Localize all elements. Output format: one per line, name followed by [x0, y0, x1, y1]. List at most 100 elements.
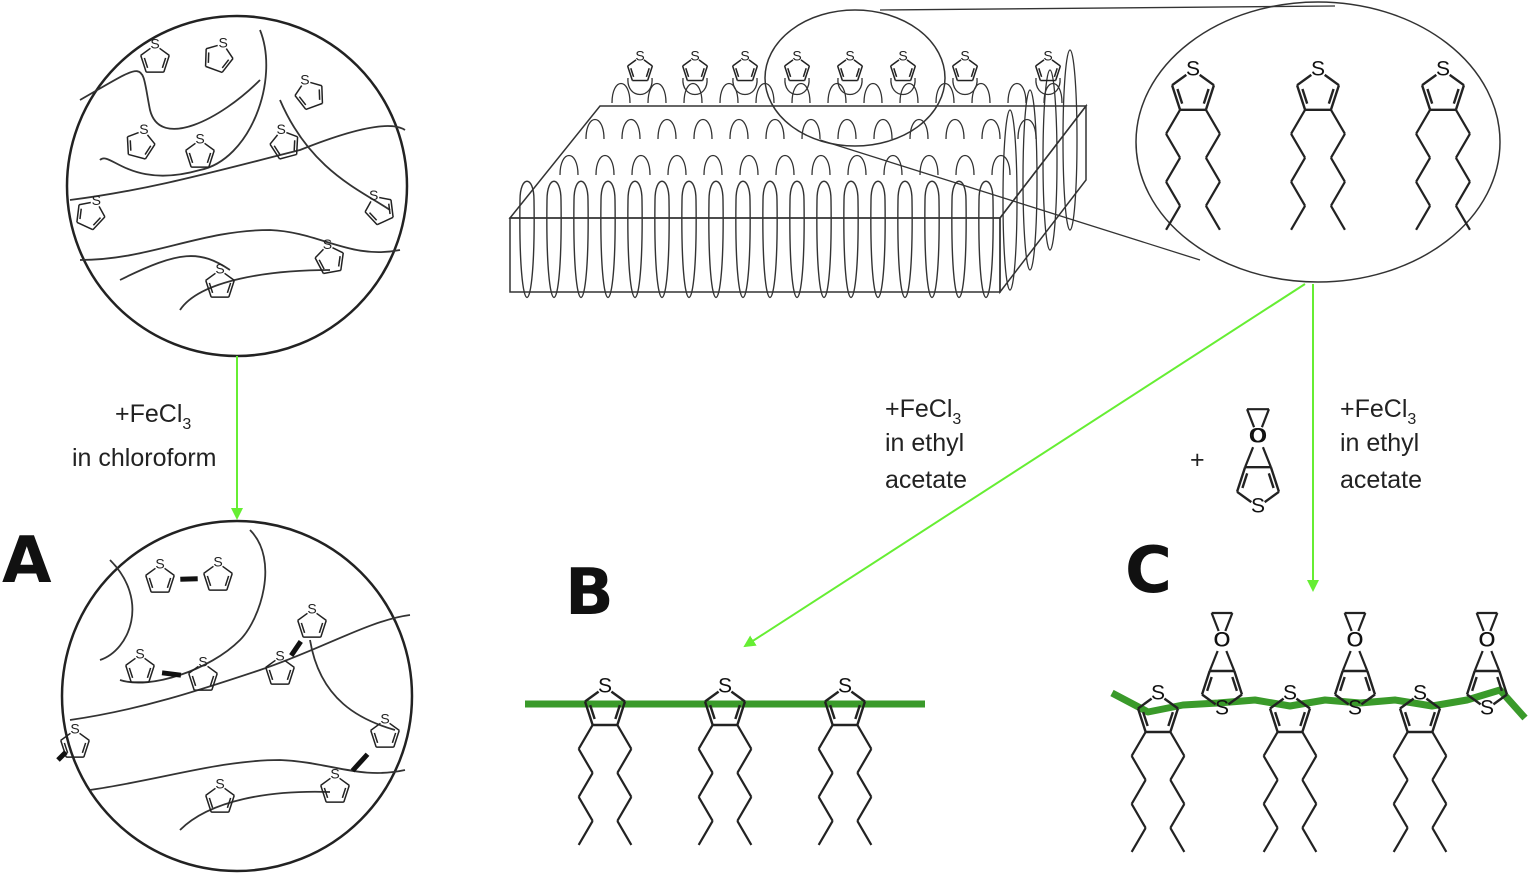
- ring-double-bond: [92, 217, 102, 226]
- edot-bond: [1246, 408, 1256, 428]
- chain-bond: [1165, 133, 1182, 159]
- pendant-thiophene: S: [836, 48, 864, 82]
- solution-thiophene: S: [314, 236, 344, 275]
- chain-bond: [1262, 755, 1279, 781]
- chain-bond: [697, 796, 714, 822]
- pendant-link: [682, 77, 708, 95]
- ring-double-bond: [300, 622, 306, 634]
- ring-bond: [208, 150, 215, 168]
- sulfur-atom: S: [300, 72, 309, 88]
- chain-bond: [856, 724, 873, 750]
- ring-bond: [1268, 708, 1279, 733]
- ring-bond: [78, 201, 91, 206]
- chain-bond: [1165, 109, 1182, 135]
- reagent-chloroform-l2: in chloroform: [72, 444, 217, 472]
- pendant-link: [1035, 77, 1061, 95]
- ring-bond: [1295, 697, 1311, 710]
- fiber-side-loop: [1062, 49, 1078, 231]
- fiber-arch: [791, 83, 811, 104]
- ring-bond: [127, 131, 139, 138]
- ring-bond: [205, 787, 216, 796]
- ring-bond: [221, 58, 234, 73]
- sulfur-atom: S: [1480, 697, 1494, 720]
- dibutylthiophene: S: [1136, 682, 1180, 734]
- sulfur-atom: S: [718, 675, 732, 698]
- ring-bond: [148, 665, 155, 683]
- sulfur-atom: S: [1251, 495, 1265, 518]
- ring-bond: [203, 565, 214, 574]
- pendant-thiophene: S: [681, 48, 709, 82]
- ring-bond: [610, 690, 626, 703]
- ring-bond: [125, 657, 136, 666]
- ring-bond: [205, 65, 223, 74]
- edot-thiophene: S: [1200, 669, 1244, 720]
- ring-bond: [224, 272, 235, 281]
- sulfur-atom: S: [1283, 682, 1297, 705]
- pendant-link: [952, 77, 978, 95]
- sulfur-atom: S: [150, 36, 159, 52]
- fiber-arch: [559, 155, 579, 176]
- ring-bond: [1448, 73, 1465, 87]
- ring-bond: [295, 136, 299, 155]
- chain-bond: [856, 772, 873, 798]
- ring-double-bond: [298, 96, 307, 106]
- ring-bond: [1398, 708, 1409, 733]
- oxygen-atom: O: [1347, 629, 1363, 652]
- svg-text:+FeCl3: +FeCl3: [885, 395, 961, 428]
- reagent-ethylB-l2: in ethyl: [885, 429, 964, 457]
- sulfur-atom: S: [690, 48, 699, 64]
- ring-double-bond: [388, 203, 391, 215]
- fiber-arch: [899, 83, 919, 104]
- ring-bond: [971, 65, 979, 81]
- ring-bond: [1301, 708, 1312, 733]
- ring-double-bond: [268, 669, 274, 681]
- ring-bond: [204, 142, 215, 151]
- ring-bond: [584, 690, 600, 703]
- ring-double-bond: [79, 208, 82, 220]
- ring-bond: [211, 673, 218, 691]
- chain-bond: [1415, 109, 1432, 135]
- fiber-side-loop: [1002, 109, 1018, 291]
- coupled-thiophene: S: [188, 654, 218, 691]
- pendant-link: [627, 77, 653, 95]
- chain-bond: [1169, 731, 1186, 757]
- sulfur-atom: S: [1043, 48, 1052, 64]
- ring-bond: [1421, 73, 1438, 87]
- ring-bond: [226, 573, 233, 591]
- ring-bond: [188, 673, 195, 691]
- ring-bond: [284, 659, 295, 668]
- chain-bond: [1301, 827, 1318, 853]
- fiber-arch: [847, 155, 867, 176]
- chain-bond: [1290, 109, 1307, 135]
- edot-thiophene: S: [1235, 466, 1281, 518]
- butyl-chain: [1431, 731, 1448, 853]
- sulfur-atom: S: [898, 48, 907, 64]
- ring-bond: [126, 136, 130, 155]
- chain-bond: [1454, 109, 1471, 135]
- ring-bond: [703, 701, 714, 726]
- chain-bond: [1165, 205, 1182, 231]
- sulfur-atom: S: [218, 35, 227, 51]
- coupling-bond: [180, 576, 198, 582]
- ring-double-bond: [787, 67, 792, 78]
- zoom-callout: [764, 1, 1501, 283]
- solution-thiophene: S: [294, 72, 324, 111]
- fiber-arch: [883, 155, 903, 176]
- ring-bond: [188, 665, 199, 674]
- edot-unit: SOO: [1465, 611, 1509, 720]
- chain-bond: [1301, 755, 1318, 781]
- chain-bond: [1329, 181, 1346, 207]
- chain-bond: [1431, 731, 1448, 757]
- ring-bond: [145, 567, 156, 576]
- sulfur-atom: S: [215, 776, 224, 792]
- chain-bond: [736, 796, 753, 822]
- chain-bond: [817, 796, 834, 822]
- dibutylthiophene: S: [1398, 682, 1442, 734]
- fiber-loop: [924, 180, 940, 298]
- fiber-arch: [919, 155, 939, 176]
- chain-bond: [817, 748, 834, 774]
- ring-bond: [390, 199, 394, 218]
- fiber-loop: [519, 180, 535, 298]
- fiber-side-loop: [1042, 69, 1058, 251]
